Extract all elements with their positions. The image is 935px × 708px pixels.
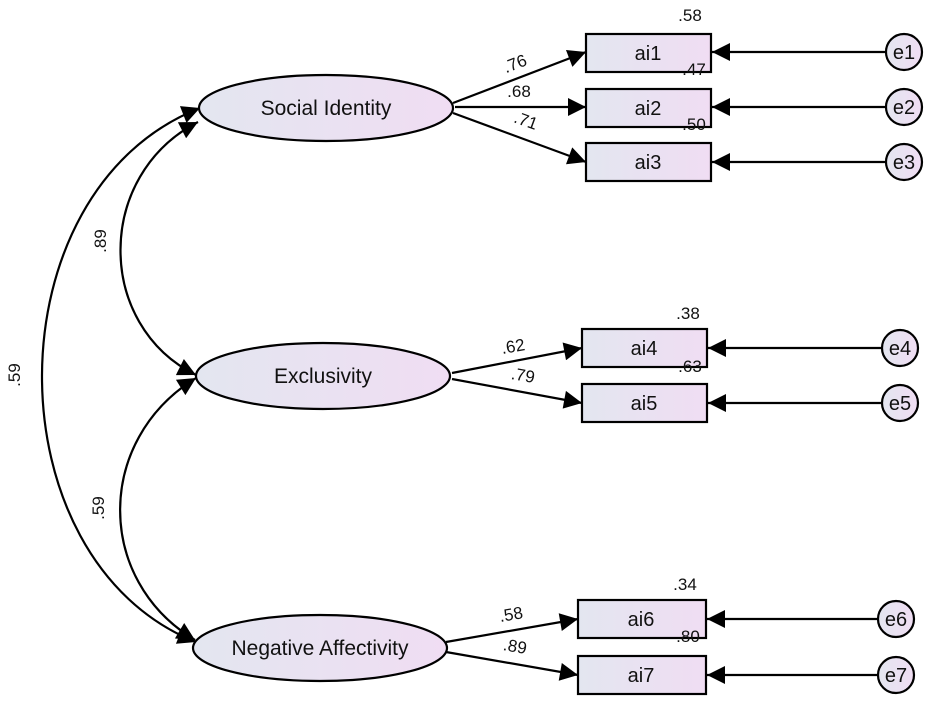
- loading-na-ai7: .89: [502, 635, 529, 658]
- covariance-si-na: [41, 106, 201, 644]
- error-e2: e2: [884, 87, 924, 127]
- error-e1-label: e1: [893, 42, 915, 64]
- rsq-ai7: .80: [676, 627, 700, 646]
- loading-ex-ai4: .62: [500, 335, 527, 358]
- error-e5: e5: [880, 383, 920, 423]
- rsq-ai1: .58: [678, 6, 702, 25]
- corr-si-ex: .89: [91, 229, 110, 253]
- indicator-ai6: ai6: [576, 598, 708, 640]
- error-e3-label: e3: [893, 152, 915, 174]
- indicator-ai3-label: ai3: [635, 152, 662, 174]
- error-e7: e7: [876, 655, 916, 695]
- error-e5-label: e5: [889, 393, 911, 415]
- loading-na-ai6: .58: [498, 603, 525, 626]
- error-e6: e6: [876, 599, 916, 639]
- latent-exclusivity: Exclusivity: [194, 341, 452, 411]
- rsq-ai5: .63: [678, 357, 702, 376]
- corr-si-na: .59: [5, 363, 24, 387]
- path-ex-ai5: [451, 377, 583, 409]
- rsq-ai2: .47: [682, 60, 706, 79]
- latent-exclusivity-label: Exclusivity: [274, 365, 373, 388]
- indicator-ai1-label: ai1: [635, 43, 662, 65]
- loading-si-ai2: .68: [507, 82, 531, 101]
- path-na-ai7: [445, 650, 579, 681]
- corr-ex-na: .59: [89, 496, 108, 520]
- latent-social-identity-label: Social Identity: [261, 97, 392, 120]
- path-na-ai6: [445, 613, 579, 644]
- error-e1: e1: [884, 32, 924, 72]
- error-e2-label: e2: [893, 97, 915, 119]
- error-e4: e4: [880, 328, 920, 368]
- error-e6-label: e6: [885, 609, 907, 631]
- indicator-ai6-label: ai6: [628, 609, 655, 631]
- indicator-ai4: ai4: [580, 327, 709, 369]
- indicator-ai7: ai7: [576, 654, 708, 696]
- latent-negative-affectivity: Negative Affectivity: [191, 613, 449, 683]
- rsq-ai4: .38: [676, 304, 700, 323]
- indicator-ai2: ai2: [584, 87, 713, 129]
- loading-si-ai3: .71: [512, 108, 541, 134]
- rsq-ai6: .34: [673, 575, 697, 594]
- path-si-ai1: [452, 50, 587, 105]
- indicator-ai3: ai3: [584, 141, 713, 183]
- rsq-ai3: .50: [682, 115, 706, 134]
- latent-negative-affectivity-label: Negative Affectivity: [231, 637, 409, 660]
- covariance-si-ex: [119, 121, 199, 376]
- indicator-ai1: ai1: [584, 32, 713, 74]
- indicator-ai5-label: ai5: [631, 393, 658, 415]
- indicator-ai5: ai5: [580, 382, 709, 424]
- indicator-ai2-label: ai2: [635, 98, 662, 120]
- error-e3: e3: [884, 142, 924, 182]
- covariance-ex-na: [119, 377, 197, 641]
- error-e7-label: e7: [885, 665, 907, 687]
- loading-ex-ai5: .79: [510, 364, 537, 387]
- latent-social-identity: Social Identity: [197, 73, 455, 143]
- loading-si-ai1: .76: [501, 51, 530, 77]
- indicator-ai4-label: ai4: [631, 338, 658, 360]
- path-si-ai3: [452, 111, 587, 165]
- path-ex-ai4: [451, 342, 583, 375]
- indicator-ai7-label: ai7: [628, 665, 655, 687]
- error-e4-label: e4: [889, 338, 911, 360]
